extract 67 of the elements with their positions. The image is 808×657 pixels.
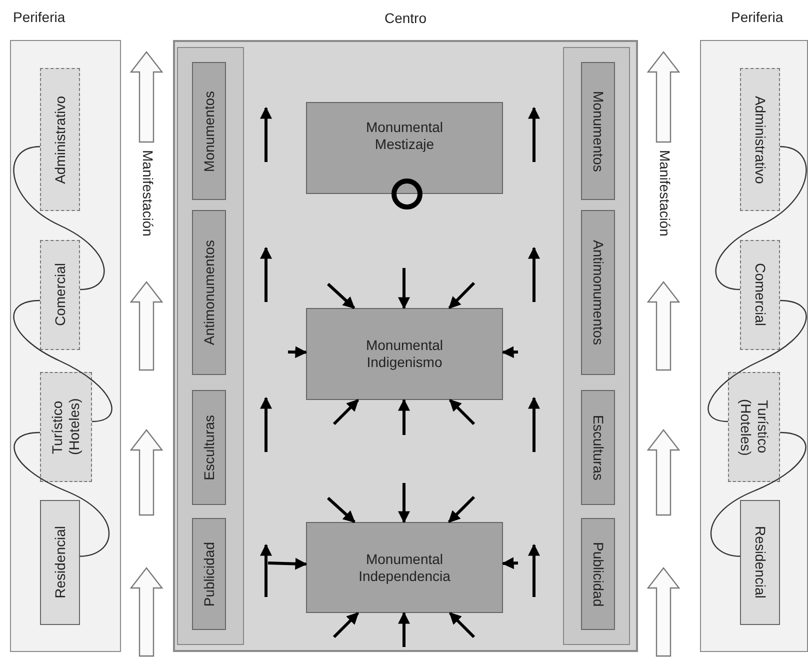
zone-label: Residencial (52, 526, 68, 599)
arrow (448, 496, 476, 524)
zone-label: Administrativo (752, 96, 768, 184)
wavy-connector (710, 432, 806, 557)
category-box (740, 68, 780, 211)
category-box (192, 518, 226, 630)
zone-label: Antimonumentos (200, 240, 218, 346)
zone-label: Comercial (52, 263, 68, 326)
column-panel (177, 47, 244, 645)
arrow (288, 346, 308, 358)
category-box (728, 372, 780, 482)
wavy-connector (13, 146, 105, 290)
arrow (398, 612, 410, 647)
arrow (268, 558, 308, 570)
arrow (327, 496, 356, 524)
arrow (398, 398, 410, 435)
arrow (332, 398, 360, 426)
category-box (40, 372, 92, 482)
zone-label: Publicidad (590, 542, 606, 606)
zone-label: Comercial (752, 263, 768, 326)
zone-label: Monumental Mestizaje (364, 119, 444, 153)
arrow (332, 612, 360, 638)
category-box (192, 390, 226, 505)
zone-label: Administrativo (52, 96, 68, 184)
zone-label: Turístico (Hoteles) (49, 398, 83, 458)
zone-label: Publicidad (200, 542, 218, 606)
category-box (581, 390, 615, 505)
zone-heading: Periferia (731, 9, 784, 25)
arrow (448, 398, 476, 426)
category-box (40, 500, 80, 625)
wavy-connector (708, 300, 807, 422)
zone-label: Esculturas (590, 414, 606, 480)
category-box (40, 240, 80, 350)
zone-label: Turístico (Hoteles) (737, 398, 771, 458)
category-box (40, 68, 80, 211)
arrow (448, 282, 476, 310)
arrow (326, 282, 356, 310)
wavy-connector (14, 432, 110, 557)
zone-label: Antimonumentos (590, 240, 606, 346)
wavy-connector (715, 146, 807, 290)
zone-label: Monumentos (590, 90, 606, 172)
arrow (398, 483, 410, 524)
zone-label: Residencial (752, 526, 768, 599)
category-box (581, 62, 615, 200)
zone-label: Esculturas (200, 414, 218, 480)
category-box (581, 210, 615, 375)
arrow (398, 268, 410, 310)
zone-heading: Centro (383, 10, 428, 26)
side-label: Manifestación (657, 150, 673, 236)
arrow (502, 346, 518, 358)
column-panel (563, 47, 630, 645)
wavy-connector (13, 300, 112, 422)
arrow (448, 612, 476, 638)
zone-heading: Periferia (13, 9, 66, 25)
monument-box (306, 308, 503, 400)
category-box (740, 240, 780, 350)
monument-box (306, 522, 503, 613)
zone-label: Monumental Indigenismo (364, 337, 444, 371)
zone-label: Monumental Independencia (358, 550, 452, 584)
category-box (740, 500, 780, 625)
category-box (581, 518, 615, 630)
category-box (192, 62, 226, 200)
category-box (192, 210, 226, 375)
monument-box (306, 102, 503, 194)
side-label: Manifestación (140, 150, 156, 236)
arrow (502, 557, 518, 570)
zone-label: Monumentos (200, 90, 218, 172)
